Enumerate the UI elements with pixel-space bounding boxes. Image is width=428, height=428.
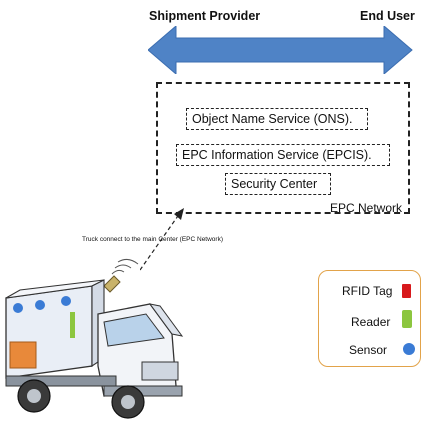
end-user-label: End User: [360, 9, 415, 23]
ons-service-box: Object Name Service (ONS).: [186, 108, 368, 130]
security-center-box: Security Center: [225, 173, 331, 195]
sensor-swatch: [403, 343, 415, 355]
epcis-service-box: EPC Information Service (EPCIS).: [176, 144, 390, 166]
shipment-provider-label: Shipment Provider: [149, 9, 261, 23]
reader-swatch: [402, 310, 412, 328]
truck-caption: Truck connect to the main Center (EPC Ne…: [82, 236, 224, 243]
legend-reader-label: Reader: [351, 315, 391, 329]
bidirectional-arrow-icon: [148, 26, 413, 74]
rfid-tag-swatch: [402, 284, 411, 298]
legend-rfid-label: RFID Tag: [342, 284, 393, 298]
connection-arrow-icon: [140, 208, 184, 271]
truck-illustration: [5, 258, 184, 419]
epc-network-box: [156, 82, 410, 214]
legend-sensor-label: Sensor: [349, 343, 388, 357]
wireless-antenna-icon: [103, 258, 139, 293]
epc-network-label: EPC Network: [330, 201, 403, 215]
